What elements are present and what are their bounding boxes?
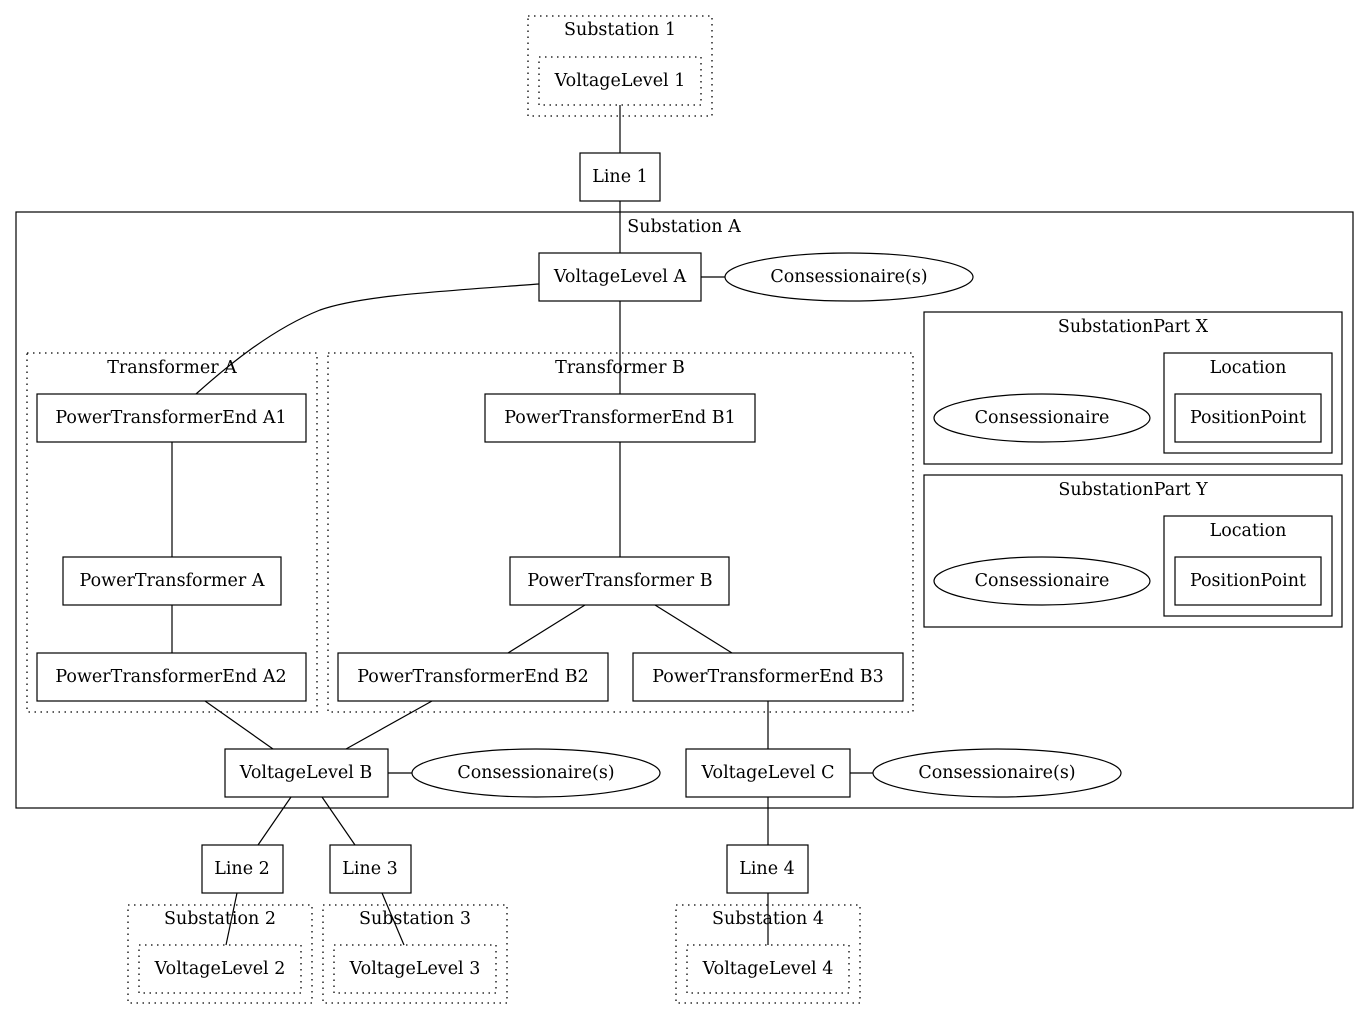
node-label-line-4: Line 4 [739, 859, 795, 879]
cluster-substation-2: Substation 2 [127, 904, 313, 1004]
node-label-consessionaires-c: Consessionaire(s) [918, 763, 1075, 783]
cluster-label-location-x: Location [1210, 358, 1287, 378]
edge-pt-b-pte-b3 [654, 604, 733, 654]
node-label-consessionaire-x: Consessionaire [975, 408, 1110, 428]
node-voltagelevel-c[interactable]: VoltageLevel C [685, 748, 851, 798]
node-line-3[interactable]: Line 3 [329, 844, 412, 894]
node-powertransformer-b[interactable]: PowerTransformer B [509, 556, 730, 606]
node-powertransformerend-b2[interactable]: PowerTransformerEnd B2 [337, 652, 609, 702]
node-consessionaire-x[interactable]: Consessionaire [933, 393, 1151, 443]
node-label-powertransformerend-a1: PowerTransformerEnd A1 [55, 408, 286, 428]
node-powertransformerend-a1[interactable]: PowerTransformerEnd A1 [36, 393, 307, 443]
cluster-label-voltagelevel-3: VoltageLevel 3 [349, 959, 481, 979]
node-powertransformerend-b3[interactable]: PowerTransformerEnd B3 [632, 652, 904, 702]
edge-pte-a2-voltagelevelb [204, 700, 274, 750]
node-label-line-3: Line 3 [342, 859, 398, 879]
edge-line3-voltagelevel3 [381, 892, 405, 946]
cluster-label-substationpart-y: SubstationPart Y [1058, 480, 1208, 500]
node-label-consessionaire-y: Consessionaire [975, 571, 1110, 591]
cluster-label-transformer-a: Transformer A [107, 358, 237, 378]
node-voltagelevel-a[interactable]: VoltageLevel A [538, 252, 702, 302]
cluster-substationpart-y: SubstationPart Y [923, 474, 1343, 628]
cluster-label-substationpart-x: SubstationPart X [1058, 317, 1209, 337]
node-consessionaires-b[interactable]: Consessionaire(s) [411, 748, 661, 798]
edge-pt-b-pte-b2 [507, 604, 586, 654]
cluster-label-location-y: Location [1210, 521, 1287, 541]
node-voltagelevel-b[interactable]: VoltageLevel B [224, 748, 389, 798]
cluster-voltagelevel-4: VoltageLevel 4 [686, 944, 850, 994]
cluster-voltagelevel-1: VoltageLevel 1 [538, 56, 702, 106]
edge-voltagelevelb-line2 [257, 796, 292, 846]
cluster-label-substation-1: Substation 1 [564, 20, 676, 40]
node-label-line-1: Line 1 [592, 167, 648, 187]
node-label-voltagelevel-a: VoltageLevel A [553, 267, 687, 287]
cluster-substationpart-x: SubstationPart X [923, 311, 1343, 465]
edges [171, 105, 874, 946]
node-consessionaires-a[interactable]: Consessionaire(s) [724, 252, 974, 302]
node-label-powertransformerend-b2: PowerTransformerEnd B2 [357, 667, 589, 687]
edge-voltagelevela-pte-a1 [195, 283, 540, 395]
node-label-positionpoint-x: PositionPoint [1190, 408, 1306, 428]
node-label-consessionaires-a: Consessionaire(s) [770, 267, 927, 287]
node-powertransformerend-b1[interactable]: PowerTransformerEnd B1 [484, 393, 756, 443]
cluster-substation-a: Substation A [15, 211, 1354, 809]
cluster-location-x: Location [1163, 352, 1333, 454]
cluster-substation-1: Substation 1 [527, 15, 713, 117]
cluster-label-substation-a: Substation A [627, 217, 741, 237]
node-label-voltagelevel-b: VoltageLevel B [239, 763, 372, 783]
node-label-powertransformer-b: PowerTransformer B [527, 571, 712, 591]
node-label-positionpoint-y: PositionPoint [1190, 571, 1306, 591]
node-powertransformer-a[interactable]: PowerTransformer A [62, 556, 282, 606]
node-label-powertransformerend-b3: PowerTransformerEnd B3 [652, 667, 884, 687]
cluster-label-voltagelevel-2: VoltageLevel 2 [154, 959, 286, 979]
node-positionpoint-x[interactable]: PositionPoint [1174, 393, 1322, 443]
node-positionpoint-y[interactable]: PositionPoint [1174, 556, 1322, 606]
node-label-line-2: Line 2 [214, 859, 270, 879]
cluster-voltagelevel-3: VoltageLevel 3 [333, 944, 497, 994]
node-label-powertransformerend-a2: PowerTransformerEnd A2 [55, 667, 286, 687]
cluster-transformer-a: Transformer A [26, 352, 318, 713]
cluster-label-voltagelevel-4: VoltageLevel 4 [702, 959, 834, 979]
cluster-label-substation-2: Substation 2 [164, 909, 276, 929]
edge-line2-voltagelevel2 [225, 892, 238, 946]
cluster-substation-3: Substation 3 [322, 904, 508, 1004]
node-label-powertransformerend-b1: PowerTransformerEnd B1 [504, 408, 736, 428]
cluster-voltagelevel-2: VoltageLevel 2 [138, 944, 302, 994]
node-consessionaires-c[interactable]: Consessionaire(s) [872, 748, 1122, 798]
node-label-consessionaires-b: Consessionaire(s) [457, 763, 614, 783]
node-line-2[interactable]: Line 2 [201, 844, 284, 894]
node-label-voltagelevel-c: VoltageLevel C [701, 763, 835, 783]
edge-voltagelevelb-line3 [321, 796, 356, 846]
node-line-4[interactable]: Line 4 [726, 844, 809, 894]
node-consessionaire-y[interactable]: Consessionaire [933, 556, 1151, 606]
node-line-1[interactable]: Line 1 [579, 152, 661, 202]
cluster-label-voltagelevel-1: VoltageLevel 1 [554, 71, 686, 91]
node-label-powertransformer-a: PowerTransformer A [80, 571, 265, 591]
edge-pte-b2-voltagelevelb [345, 700, 433, 750]
cluster-label-substation-3: Substation 3 [359, 909, 471, 929]
node-powertransformerend-a2[interactable]: PowerTransformerEnd A2 [36, 652, 307, 702]
cluster-location-y: Location [1163, 515, 1333, 617]
